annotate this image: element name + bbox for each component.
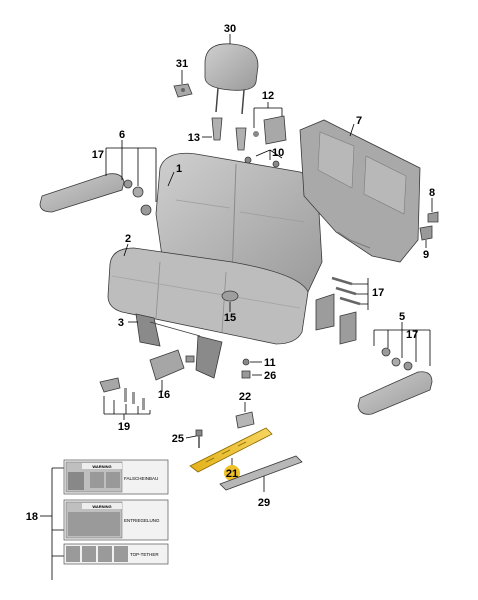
nut-part-26 <box>241 370 251 379</box>
release-symbol-icon <box>68 512 120 536</box>
callout-15: 15 <box>224 312 236 324</box>
callout-26: 26 <box>264 370 276 382</box>
callout-8: 8 <box>429 187 435 199</box>
tether-symbol-icon <box>114 546 128 562</box>
callout-17-mid: 17 <box>372 287 384 299</box>
screw-part-25 <box>195 429 203 448</box>
trim-strip-29 <box>219 455 303 491</box>
callout-11: 11 <box>264 357 276 369</box>
armrest-left <box>39 173 152 216</box>
callout-29: 29 <box>258 497 270 509</box>
bracket-part-12 <box>253 115 287 145</box>
warning-labels-18: WARNING FALSCHEINBAU WARNING ENTRIEGELUN… <box>40 459 169 580</box>
callout-9: 9 <box>423 249 429 261</box>
cover-part-22 <box>235 411 255 429</box>
label-falscheinbau-text: FALSCHEINBAU <box>124 476 158 481</box>
callout-6: 6 <box>119 129 125 141</box>
seat-symbol-icon <box>106 472 120 488</box>
seat-assembly <box>107 152 323 345</box>
clip-part-31 <box>173 83 193 98</box>
label-warning-1: WARNING <box>92 464 111 469</box>
callout-17-left: 17 <box>92 149 104 161</box>
bolts-right <box>315 276 361 345</box>
callout-18: 18 <box>26 511 38 523</box>
callout-30: 30 <box>224 23 236 35</box>
callout-19: 19 <box>118 421 130 433</box>
seat-symbol-icon <box>68 472 84 490</box>
callout-12: 12 <box>262 90 274 102</box>
tether-symbol-icon <box>98 546 112 562</box>
callout-21: 21 <box>226 468 238 480</box>
callout-3: 3 <box>118 317 124 329</box>
callout-21-highlight <box>224 465 240 481</box>
label-entriegelung-text: ENTRIEGELUNG <box>124 518 160 523</box>
callout-1: 1 <box>176 163 182 175</box>
callout-7: 7 <box>356 115 362 127</box>
seat-frame-legs <box>135 313 223 379</box>
armrest-right <box>357 347 433 415</box>
callout-22: 22 <box>239 391 251 403</box>
headrest <box>204 43 259 115</box>
callout-10: 10 <box>272 147 284 159</box>
brackets-part-19 <box>99 377 145 410</box>
clip-part-9 <box>419 225 433 241</box>
tether-symbol-icon <box>82 546 96 562</box>
tether-symbol-icon <box>66 546 80 562</box>
callout-31: 31 <box>176 58 188 70</box>
callout-25: 25 <box>172 433 184 445</box>
callout-16: 16 <box>158 389 170 401</box>
back-cover-panel <box>299 119 421 263</box>
callout-2: 2 <box>125 233 131 245</box>
seat-symbol-icon <box>90 472 104 488</box>
label-warning-2: WARNING <box>92 504 111 509</box>
mechanism-part-16 <box>149 349 195 381</box>
buckle-cup-15 <box>221 290 239 302</box>
callout-13: 13 <box>188 132 200 144</box>
screw-part-8 <box>427 211 439 223</box>
callout-17-right: 17 <box>406 329 418 341</box>
screw-part-11 <box>242 358 250 366</box>
callout-5: 5 <box>399 311 405 323</box>
headrest-guides <box>211 117 247 151</box>
label-top-tether-text: TOP-TETHER <box>130 552 159 557</box>
trim-strip-21-highlighted <box>189 427 273 473</box>
